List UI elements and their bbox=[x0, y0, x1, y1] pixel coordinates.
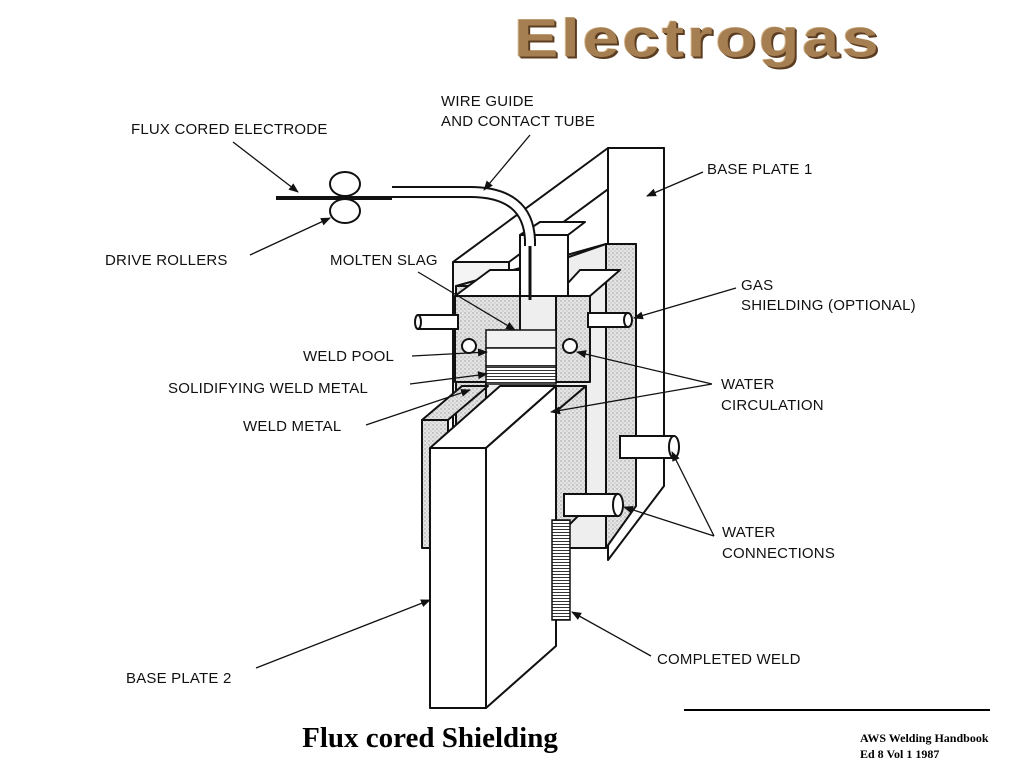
label-water-circulation-1: WATER bbox=[721, 376, 775, 393]
electrode-feed bbox=[276, 171, 536, 300]
label-gas: GAS bbox=[741, 277, 773, 294]
slide-title: Electrogas bbox=[514, 7, 882, 69]
source-line-1: AWS Welding Handbook bbox=[860, 731, 989, 745]
label-contact-tube: AND CONTACT TUBE bbox=[441, 113, 595, 130]
water-connections bbox=[563, 435, 680, 517]
label-water-connections-1: WATER bbox=[722, 524, 776, 541]
diagram-labels: FLUX CORED ELECTRODE WIRE GUIDE AND CONT… bbox=[105, 93, 916, 687]
label-completed-weld: COMPLETED WELD bbox=[657, 651, 801, 668]
label-molten-slag: MOLTEN SLAG bbox=[330, 252, 438, 269]
source-citation: AWS Welding Handbook Ed 8 Vol 1 1987 bbox=[860, 730, 989, 762]
label-water-connections-2: CONNECTIONS bbox=[722, 545, 835, 562]
contact-block bbox=[519, 221, 586, 297]
slide-caption: Flux cored Shielding bbox=[302, 722, 558, 754]
label-base-plate-2: BASE PLATE 2 bbox=[126, 670, 232, 687]
label-weld-metal: WELD METAL bbox=[243, 418, 341, 435]
label-gas-shielding: SHIELDING (OPTIONAL) bbox=[741, 297, 916, 314]
divider-rule bbox=[684, 709, 990, 711]
label-base-plate-1: BASE PLATE 1 bbox=[707, 161, 813, 178]
label-water-circulation-2: CIRCULATION bbox=[721, 397, 824, 414]
label-wire-guide: WIRE GUIDE bbox=[441, 93, 534, 110]
completed-weld bbox=[551, 519, 571, 621]
gas-tubes bbox=[414, 312, 633, 330]
leader-lines bbox=[232, 134, 737, 669]
weld-zone bbox=[485, 329, 557, 385]
label-drive-rollers: DRIVE ROLLERS bbox=[105, 252, 228, 269]
label-weld-pool: WELD POOL bbox=[303, 348, 394, 365]
label-flux-cored-electrode: FLUX CORED ELECTRODE bbox=[131, 121, 328, 138]
base-plate-2 bbox=[429, 385, 557, 709]
label-solidifying-weld-metal: SOLIDIFYING WELD METAL bbox=[168, 380, 368, 397]
source-line-2: Ed 8 Vol 1 1987 bbox=[860, 747, 940, 761]
